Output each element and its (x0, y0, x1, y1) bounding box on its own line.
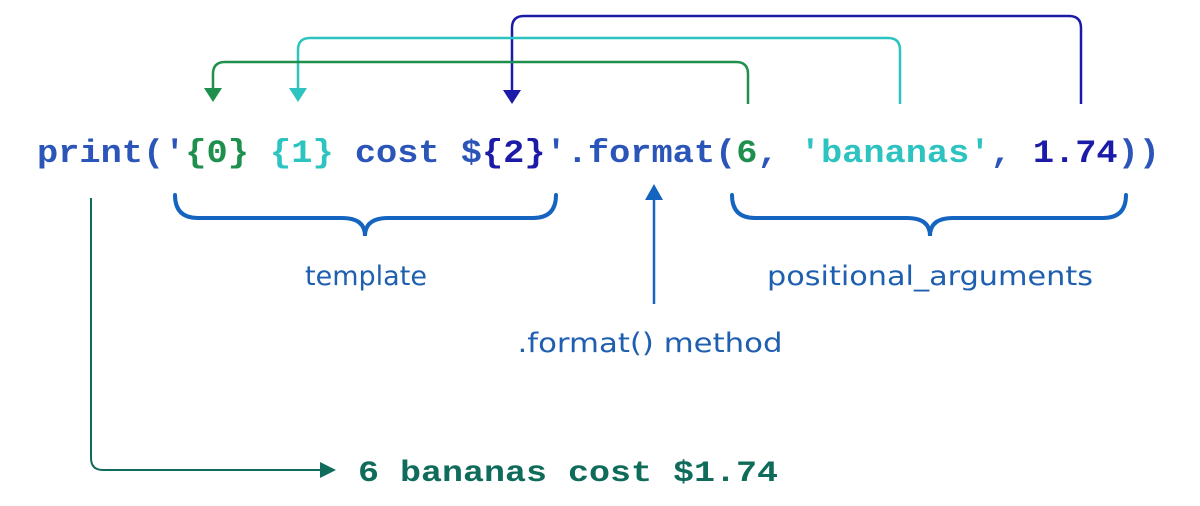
arguments-brace (730, 193, 1128, 237)
code-print-open: print(' (37, 135, 185, 172)
code-separator-1: , (757, 135, 799, 172)
code-close: )) (1118, 135, 1160, 172)
arg-to-placeholder-arrows (211, 14, 1083, 104)
code-separator-2: , (990, 135, 1032, 172)
code-line: print('{0} {1} cost ${2}'.format(6, 'ban… (37, 135, 1160, 172)
argument-1: 'bananas' (800, 135, 991, 172)
output-text: 6 bananas cost $1.74 (358, 457, 778, 491)
code-middle-text: cost $ (334, 135, 482, 172)
format-method-label: .format() method (518, 328, 783, 359)
code-space (249, 135, 270, 172)
format-method-arrowhead (645, 184, 663, 200)
argument-2: 1.74 (1033, 135, 1118, 172)
output-arrow-line (90, 198, 322, 471)
placeholder-0: {0} (185, 135, 249, 172)
positional-arguments-label: positional_arguments (767, 261, 1093, 292)
placeholder-2: {2} (482, 135, 546, 172)
arrow-arg0-to-placeholder0 (211, 60, 750, 104)
arrow-arg1-to-placeholder1 (296, 36, 902, 104)
argument-0: 6 (736, 135, 757, 172)
arrowhead-placeholder0 (204, 88, 222, 102)
output-arrowhead (320, 462, 336, 478)
placeholder-1: {1} (270, 135, 334, 172)
arrowhead-placeholder1 (289, 88, 307, 102)
template-brace (173, 193, 558, 237)
arrowhead-placeholder2 (503, 90, 521, 104)
template-label: template (305, 261, 427, 292)
code-format-call: '.format( (546, 135, 737, 172)
arrow-arg2-to-placeholder2 (510, 14, 1083, 104)
